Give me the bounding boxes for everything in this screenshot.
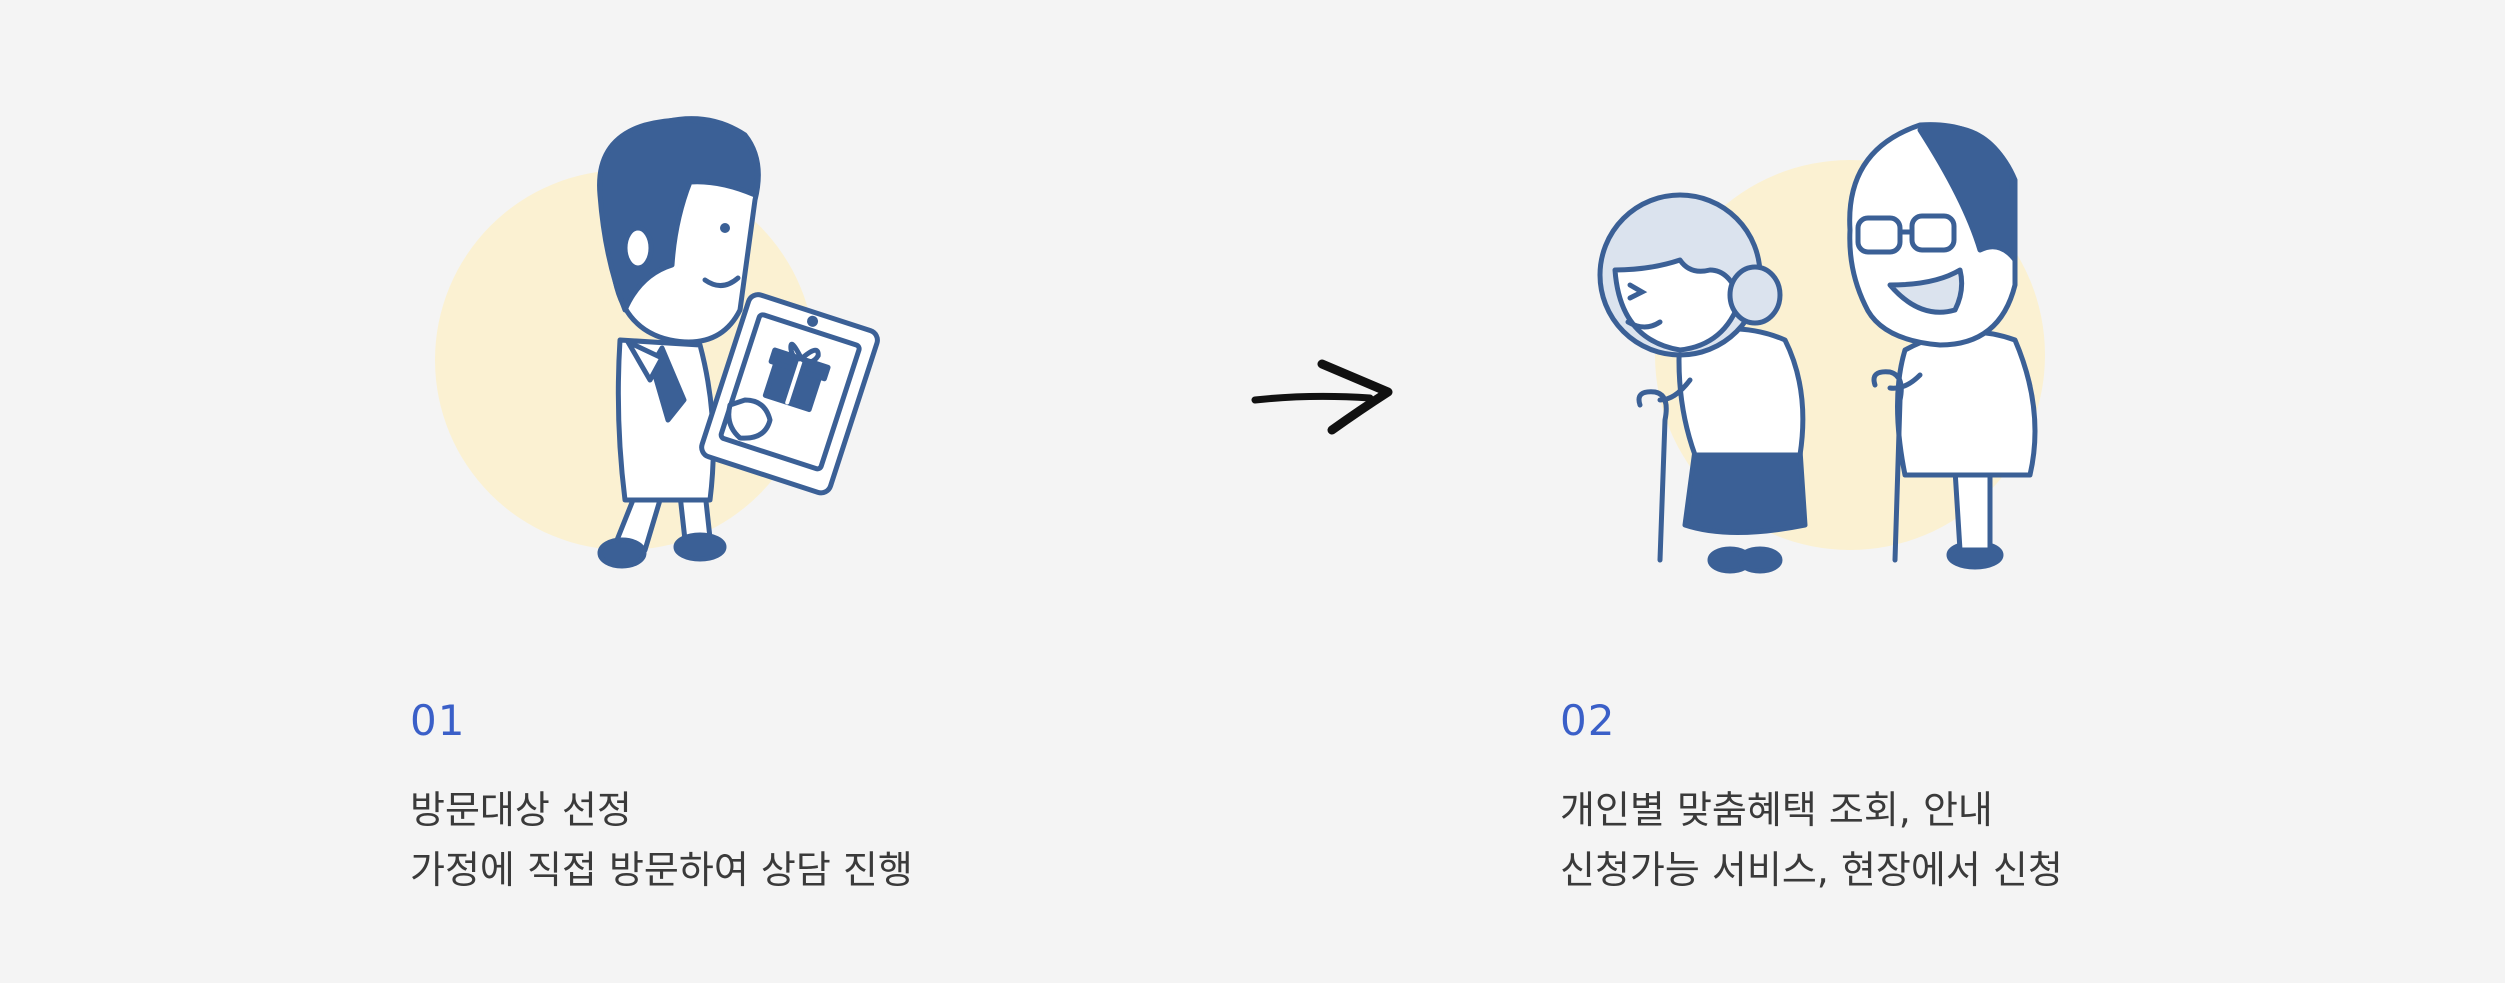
step-number: 01 [410,696,466,745]
visitor-illustration [435,116,880,569]
step-title: 개인별 맞춤혜택 조회, 안내 [1560,788,1993,832]
step-2: 02 개인별 맞춤혜택 조회, 안내 신청가능 서비스, 현장에서 신청 [1560,700,2063,900]
step-1: 01 방문대상 선정 가정에 직접 방문하여 상담 진행 [410,700,913,900]
elderly-couple-illustration [1597,122,2045,574]
man-figure [597,116,880,569]
eye [720,223,730,233]
smile [702,275,741,288]
step-description: 신청가능 서비스, 현장에서 신청 [1560,848,2063,892]
arrow-right-icon [1251,359,1393,435]
step-number: 02 [1560,696,1616,745]
grandmother-smile [1625,319,1663,330]
step-description: 가정에 직접 방문하여 상담 진행 [410,848,913,892]
grandmother-eye [1627,282,1648,301]
grandfather-figure [1847,122,2038,570]
step-title: 방문대상 선정 [410,788,632,832]
grandmother-figure [1597,192,1808,574]
